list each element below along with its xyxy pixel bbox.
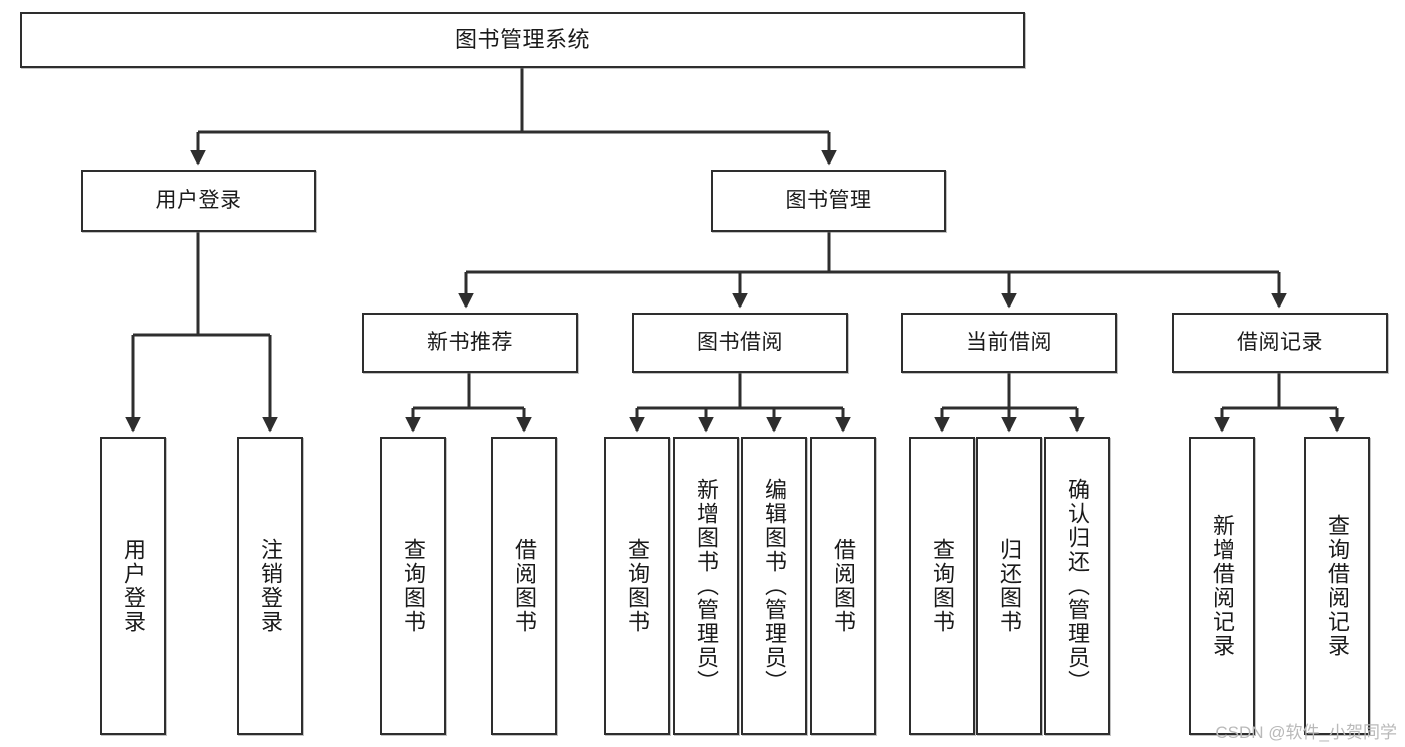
node-current-borrow[interactable]: 当前借阅	[901, 313, 1117, 373]
node-label: 用户登录	[155, 189, 242, 213]
node-leaf-query-book-current[interactable]: 查询图书	[909, 437, 975, 735]
node-label: 用户登录	[120, 538, 146, 634]
node-new-book-recommend[interactable]: 新书推荐	[362, 313, 578, 373]
node-root-book-management-system[interactable]: 图书管理系统	[20, 12, 1025, 68]
node-user-login[interactable]: 用户登录	[81, 170, 316, 232]
node-leaf-edit-book-admin[interactable]: 编辑图书（管理员）	[741, 437, 807, 735]
csdn-watermark: CSDN @软件_小贺同学	[1215, 723, 1397, 742]
node-leaf-borrow-book[interactable]: 借阅图书	[810, 437, 876, 735]
node-label: 编辑图书（管理员）	[761, 478, 787, 694]
node-label: 归还图书	[996, 538, 1022, 634]
node-borrow-record[interactable]: 借阅记录	[1172, 313, 1388, 373]
node-label: 图书管理系统	[454, 26, 590, 52]
node-label: 当前借阅	[966, 331, 1052, 355]
node-label: 查询图书	[400, 538, 426, 634]
node-label: 新书推荐	[427, 331, 513, 355]
node-label: 确认归还（管理员）	[1064, 478, 1090, 694]
node-leaf-add-borrow-record[interactable]: 新增借阅记录	[1189, 437, 1255, 735]
node-leaf-logout-login[interactable]: 注销登录	[237, 437, 303, 735]
node-leaf-confirm-return-admin[interactable]: 确认归还（管理员）	[1044, 437, 1110, 735]
node-label: 查询借阅记录	[1324, 514, 1350, 658]
node-label: 图书借阅	[697, 331, 783, 355]
node-label: 注销登录	[257, 538, 283, 634]
node-label: 借阅图书	[511, 538, 537, 634]
node-leaf-add-book-admin[interactable]: 新增图书（管理员）	[673, 437, 739, 735]
node-book-management[interactable]: 图书管理	[711, 170, 946, 232]
node-label: 图书管理	[785, 189, 872, 213]
node-leaf-borrow-book-recommend[interactable]: 借阅图书	[491, 437, 557, 735]
node-leaf-query-book-borrow[interactable]: 查询图书	[604, 437, 670, 735]
node-label: 新增图书（管理员）	[693, 478, 719, 694]
node-leaf-query-book-recommend[interactable]: 查询图书	[380, 437, 446, 735]
node-leaf-return-book[interactable]: 归还图书	[976, 437, 1042, 735]
node-label: 查询图书	[624, 538, 650, 634]
node-book-borrow[interactable]: 图书借阅	[632, 313, 848, 373]
node-label: 新增借阅记录	[1209, 514, 1235, 658]
node-leaf-query-borrow-record[interactable]: 查询借阅记录	[1304, 437, 1370, 735]
node-label: 借阅记录	[1237, 331, 1323, 355]
node-leaf-user-login[interactable]: 用户登录	[100, 437, 166, 735]
node-label: 借阅图书	[830, 538, 856, 634]
node-label: 查询图书	[929, 538, 955, 634]
